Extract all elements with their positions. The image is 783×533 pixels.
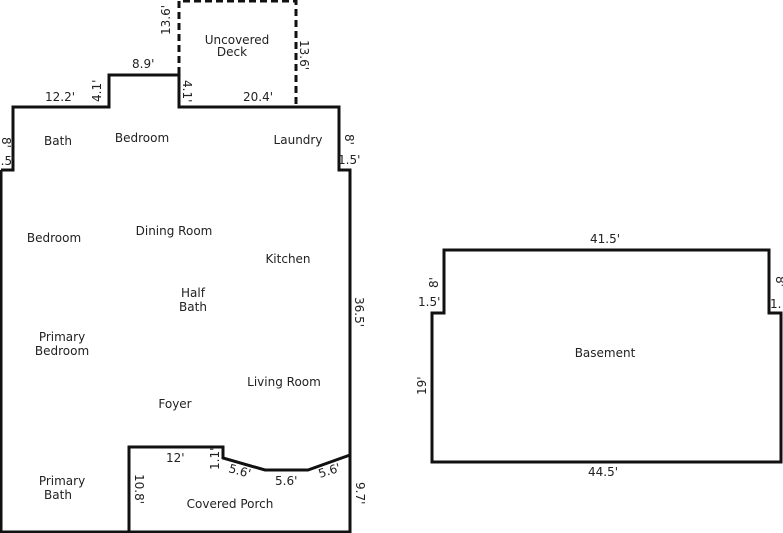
- dim-basement-right-jog-v: 8': [773, 276, 783, 287]
- dim-right-jog-v: 8': [342, 134, 356, 145]
- room-label-bedroom-left: Bedroom: [27, 231, 81, 245]
- dim-right-jog-h: 1.5': [338, 153, 360, 167]
- dim-top-left: 12.2': [45, 90, 75, 104]
- dim-step-right: 4.1': [180, 80, 194, 102]
- room-label-bath-upper: Bath: [44, 134, 72, 148]
- room-label-primary-bath-1: Primary: [39, 474, 85, 488]
- dim-porch-diag2: 5.6': [317, 461, 343, 481]
- dim-basement-top: 41.5': [590, 232, 620, 246]
- dim-step-top: 8.9': [132, 57, 154, 71]
- room-label-laundry: Laundry: [274, 133, 323, 147]
- room-label-primary-bedroom-1: Primary: [39, 330, 85, 344]
- dim-basement-left-jog-v: 8': [427, 277, 441, 288]
- room-label-bedroom-upper: Bedroom: [115, 131, 169, 145]
- dim-deck-right: 13.6': [297, 40, 311, 70]
- room-label-foyer: Foyer: [158, 397, 191, 411]
- dim-right-wall: 36.5': [352, 297, 366, 327]
- room-label-primary-bath-2: Bath: [44, 488, 72, 502]
- dim-porch-diag1: 5.6': [227, 461, 252, 480]
- dim-left-jog-h: 1.5': [0, 154, 15, 168]
- dim-left-jog-v: 8': [0, 137, 13, 148]
- room-label-uncovered-deck-2: Deck: [217, 45, 247, 59]
- dim-basement-right-jog-h: 1.: [770, 297, 781, 311]
- room-label-living-room: Living Room: [247, 375, 321, 389]
- room-label-uncovered-deck-1: Uncovered: [205, 33, 269, 47]
- uncovered-deck-outline: [177, 0, 298, 107]
- dim-basement-bottom: 44.5': [588, 465, 618, 479]
- dim-porch-mid: 5.6': [275, 474, 297, 488]
- room-label-primary-bedroom-2: Bedroom: [35, 344, 89, 358]
- dim-porch-right: 9.7': [353, 482, 367, 504]
- dim-top-right: 20.4': [243, 90, 273, 104]
- dim-deck-left: 13.6': [159, 5, 173, 35]
- room-label-kitchen: Kitchen: [265, 252, 310, 266]
- covered-porch-outline: [127, 445, 351, 532]
- room-label-half-bath-1: Half: [181, 286, 206, 300]
- dim-basement-left-jog-h: 1.5': [418, 295, 440, 309]
- room-label-covered-porch: Covered Porch: [187, 497, 274, 511]
- dim-basement-left: 19': [415, 376, 429, 395]
- basement-outline: [430, 248, 783, 464]
- room-label-half-bath-2: Bath: [179, 300, 207, 314]
- room-label-dining-room: Dining Room: [136, 224, 213, 238]
- dim-porch-notch: 1.1': [208, 448, 222, 470]
- dim-porch-top: 12': [166, 451, 185, 465]
- dim-porch-left: 10.8': [132, 474, 146, 504]
- room-label-basement: Basement: [575, 346, 636, 360]
- dim-step-left: 4.1': [90, 80, 104, 102]
